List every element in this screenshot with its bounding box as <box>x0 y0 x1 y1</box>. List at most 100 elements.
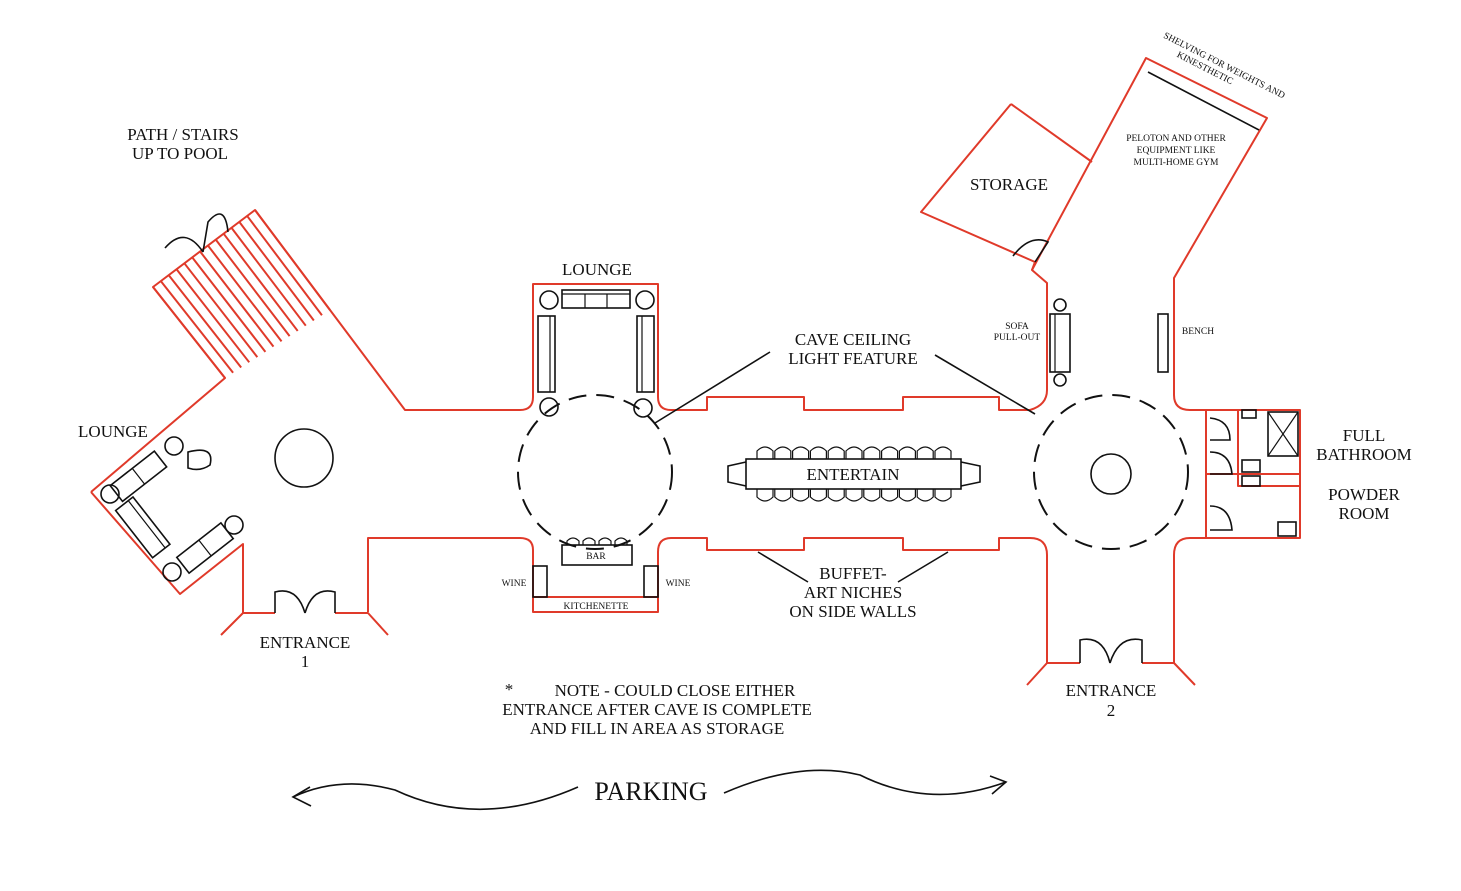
arrowhead-left-icon <box>291 786 312 807</box>
lounge-left-table-2 <box>100 484 120 504</box>
label-wine-left: WINE <box>502 579 527 589</box>
dining-chair <box>898 446 916 459</box>
sofa-pullout-table-bottom <box>1053 373 1067 387</box>
leader-buffet-left <box>757 551 809 583</box>
label-note-star: * <box>505 680 514 699</box>
wine-rack-left <box>532 565 548 598</box>
parking-arrow-right <box>723 769 1007 796</box>
label-peloton-1: PELOTON AND OTHER <box>1126 134 1226 144</box>
dining-chair <box>827 446 845 459</box>
wall-storage <box>1010 103 1093 163</box>
label-path-stairs-1: PATH / STAIRS <box>127 125 238 144</box>
wine-rack-right <box>643 565 659 598</box>
dining-chair <box>809 446 827 459</box>
label-entrance2-2: 2 <box>1107 701 1116 720</box>
label-note-3: AND FILL IN AREA AS STORAGE <box>530 719 785 738</box>
label-buffet-3: ON SIDE WALLS <box>789 602 916 621</box>
label-parking: PARKING <box>594 777 707 806</box>
parking-arrow <box>291 769 1008 811</box>
stair-tread <box>183 262 259 358</box>
label-storage: STORAGE <box>970 175 1048 194</box>
door-stairs-top <box>164 213 229 253</box>
stair-tread <box>254 209 331 311</box>
label-cave-ceiling-2: LIGHT FEATURE <box>788 349 918 368</box>
sofa-left <box>537 315 556 393</box>
wall-left-wing-upper <box>367 537 1048 686</box>
leader-cave-right <box>934 354 1036 415</box>
label-peloton-2: EQUIPMENT LIKE <box>1137 146 1216 156</box>
lounge-left-sofa-2 <box>114 495 172 559</box>
sofa-top <box>561 289 631 309</box>
parking-arrow-left <box>292 783 579 811</box>
side-table-tr <box>635 290 655 310</box>
wall-left-lounge <box>90 491 244 636</box>
dining-chair <box>881 489 899 502</box>
dining-table <box>745 458 962 490</box>
label-wine-right: WINE <box>666 579 691 589</box>
side-table-tl <box>539 290 559 310</box>
door-bath-2 <box>1209 451 1233 475</box>
bar-stool <box>566 537 580 545</box>
stair-tread <box>152 286 226 379</box>
doors <box>164 213 1233 664</box>
bar-stool <box>614 537 628 545</box>
lounge-left-sofa-1-div <box>131 467 146 485</box>
dining-chair <box>863 446 881 459</box>
gym-area <box>1049 71 1260 387</box>
dining-chair <box>898 489 916 502</box>
label-entrance1-2: 1 <box>301 652 310 671</box>
lounge-top-furniture <box>537 289 655 418</box>
lounge-left-table-3 <box>162 562 182 582</box>
stair-tread <box>160 280 234 374</box>
arrowhead-right-icon <box>989 775 1008 795</box>
bench <box>1157 313 1169 373</box>
wall-entrance1-right <box>335 612 389 636</box>
dining-chair <box>916 489 934 502</box>
stairs <box>152 209 331 379</box>
sink-full-base <box>1241 475 1261 487</box>
shower <box>1267 411 1299 457</box>
label-entertain: ENTERTAIN <box>807 465 900 484</box>
stair-tread <box>191 256 267 353</box>
shower-x2 <box>1267 411 1299 457</box>
sink-full <box>1241 459 1261 473</box>
door-entrance1 <box>274 590 336 614</box>
label-buffet-1: BUFFET- <box>819 564 887 583</box>
sofa-pullout <box>1049 313 1071 373</box>
sofa-right <box>636 315 655 393</box>
lounge-left-sofa-2-seam <box>127 500 166 549</box>
dining <box>727 446 981 502</box>
bar-area <box>532 537 659 598</box>
cave-light-right <box>1033 394 1189 550</box>
dining-chair <box>934 489 952 502</box>
sofa-pullout-table-top <box>1053 298 1067 312</box>
label-entrance1-1: ENTRANCE <box>260 633 351 652</box>
lounge-left-sofa-3-div <box>198 539 212 557</box>
stair-tread <box>238 221 315 322</box>
dining-chair <box>756 489 774 502</box>
label-shelving-1: SHELVING FOR WEIGHTS AND <box>1162 31 1287 101</box>
stair-tread <box>199 250 275 348</box>
stair-tread <box>222 233 299 332</box>
bar-counter <box>561 544 633 566</box>
cave-light-left <box>517 394 673 550</box>
dining-chairs <box>756 446 952 502</box>
wall-left-wing-lower <box>90 103 1048 493</box>
door-bath-1 <box>1209 417 1231 441</box>
bar-stools <box>566 537 628 545</box>
label-sofa-1: SOFA <box>1005 322 1029 332</box>
dining-chair <box>792 446 810 459</box>
leader-lines <box>654 351 1036 583</box>
dining-chair <box>845 489 863 502</box>
label-buffet-2: ART NICHES <box>804 583 902 602</box>
stair-tread <box>214 239 291 337</box>
walls <box>90 57 1301 686</box>
dining-chair <box>934 446 952 459</box>
label-sofa-2: PULL-OUT <box>994 333 1041 343</box>
label-lounge-top: LOUNGE <box>562 260 632 279</box>
label-powder-1: POWDER <box>1328 485 1400 504</box>
label-peloton-3: MULTI-HOME GYM <box>1134 158 1219 168</box>
dining-chair <box>809 489 827 502</box>
bar-stool <box>598 537 612 545</box>
dining-chair <box>774 489 792 502</box>
